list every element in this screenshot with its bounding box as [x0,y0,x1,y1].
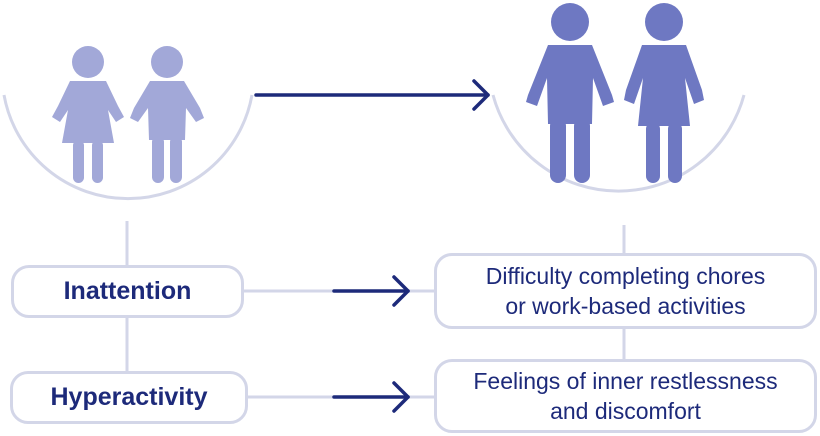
arrow-inattention [332,275,410,307]
outcome-chores-line-2: or work-based activities [505,293,746,319]
boy-icon [130,46,204,183]
outcome-restlessness-line-2: and discomfort [550,398,701,424]
outcome-restlessness-line-1: Feelings of inner restlessness [473,368,778,394]
hyperactivity-box: Hyperactivity [10,371,248,424]
arrow-children-to-adults [254,79,490,111]
children-bowl [2,94,254,201]
woman-icon [624,3,704,183]
hyperactivity-label: Hyperactivity [50,383,208,411]
outcome-chores-line-1: Difficulty completing chores [485,263,766,289]
outcome-box-chores: Difficulty completing chores or work-bas… [434,253,817,329]
inattention-label: Inattention [63,277,192,305]
inattention-box: Inattention [11,265,244,318]
adults-bowl [491,94,746,193]
man-icon [526,3,614,183]
girl-icon [52,46,124,183]
outcome-box-restlessness: Feelings of inner restlessness and disco… [434,359,817,433]
arrow-hyperactivity [332,381,410,413]
